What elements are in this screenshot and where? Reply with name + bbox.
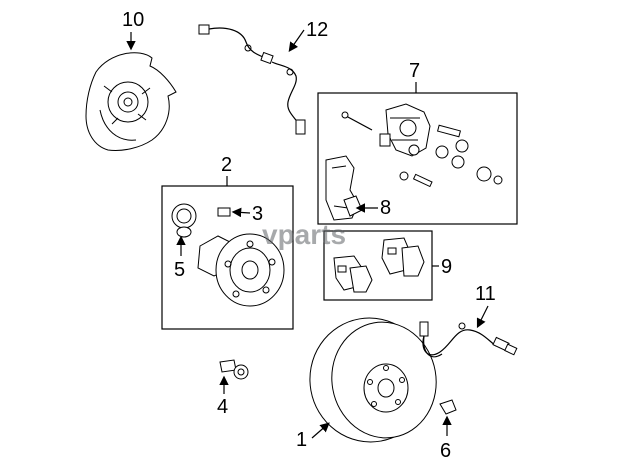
- callout-10: 10: [122, 9, 144, 31]
- callout-1: 1: [296, 429, 307, 451]
- caliper-parts: [341, 103, 503, 188]
- callout-11: 11: [475, 283, 496, 305]
- callout-6: 6: [440, 440, 451, 462]
- callout-7: 7: [409, 60, 420, 82]
- callout-12: 12: [306, 19, 328, 41]
- leader-11: [476, 305, 489, 329]
- callout-4: 4: [217, 396, 228, 418]
- leader-12: [288, 29, 305, 52]
- brake-rotor: [309, 317, 437, 443]
- callout-2: 2: [221, 154, 232, 176]
- leader-3: [231, 207, 251, 218]
- callout-5: 5: [174, 259, 185, 281]
- backing-plate: [85, 52, 177, 151]
- brake-pads: [333, 237, 425, 293]
- hub-bolt: [219, 359, 249, 380]
- bleeder-cap: [439, 399, 457, 415]
- hub-bearing: [171, 203, 285, 307]
- callout-8: 8: [380, 197, 391, 219]
- watermark-logo: vparts: [262, 219, 346, 250]
- callout-3: 3: [252, 203, 263, 225]
- caliper-bracket: [325, 155, 363, 221]
- caliper-kit-box: [317, 92, 518, 225]
- callout-9: 9: [441, 256, 452, 278]
- brake-hose: [419, 321, 518, 358]
- abs-sensor-wire: [198, 24, 306, 135]
- leader-1: [311, 422, 330, 439]
